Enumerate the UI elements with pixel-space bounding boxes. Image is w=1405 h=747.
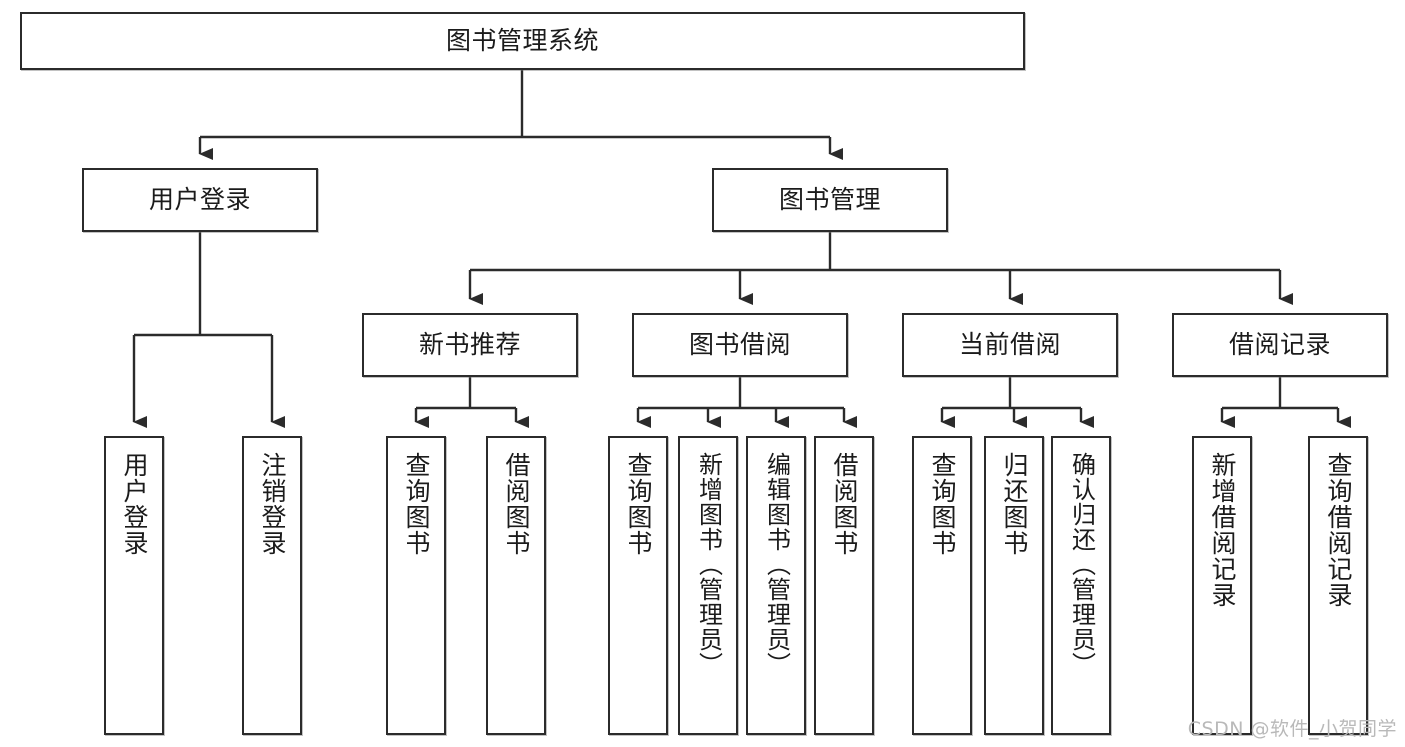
node-label: 当前借阅 [958, 330, 1061, 360]
node-label: 查询图书 [402, 452, 431, 556]
node-label: 用户登录 [148, 185, 251, 215]
node-label: 注销登录 [258, 452, 287, 556]
node-label: 借阅图书 [830, 452, 859, 556]
node-leaf-borrow-book[interactable]: 借阅图书 [814, 436, 874, 735]
node-new-book-recommend[interactable]: 新书推荐 [362, 313, 578, 377]
node-label: 图书借阅 [688, 330, 791, 360]
node-current-borrow[interactable]: 当前借阅 [902, 313, 1118, 377]
node-leaf-user-logout[interactable]: 注销登录 [242, 436, 302, 735]
node-leaf-query-book-rec[interactable]: 查询图书 [386, 436, 446, 735]
node-leaf-borrow-book-rec[interactable]: 借阅图书 [486, 436, 546, 735]
node-label: 借阅记录 [1228, 330, 1331, 360]
node-leaf-user-login[interactable]: 用户登录 [104, 436, 164, 735]
node-leaf-add-book[interactable]: 新增图书（管理员） [678, 436, 738, 735]
node-book-borrow[interactable]: 图书借阅 [632, 313, 848, 377]
node-label: 查询图书 [624, 452, 653, 556]
node-label: 借阅图书 [502, 452, 531, 556]
node-label: 用户登录 [120, 452, 149, 556]
node-leaf-query-book-cur[interactable]: 查询图书 [912, 436, 972, 735]
node-leaf-confirm-return[interactable]: 确认归还（管理员） [1051, 436, 1111, 735]
node-leaf-add-record[interactable]: 新增借阅记录 [1192, 436, 1252, 735]
node-label: 查询借阅记录 [1324, 452, 1353, 608]
node-leaf-return-book[interactable]: 归还图书 [984, 436, 1044, 735]
node-leaf-query-book-borrow[interactable]: 查询图书 [608, 436, 668, 735]
node-book-manage[interactable]: 图书管理 [712, 168, 948, 232]
node-label: 查询图书 [928, 452, 957, 556]
node-leaf-edit-book[interactable]: 编辑图书（管理员） [746, 436, 806, 735]
node-leaf-query-record[interactable]: 查询借阅记录 [1308, 436, 1368, 735]
node-label: 图书管理系统 [445, 26, 599, 56]
node-label: 新书推荐 [418, 330, 521, 360]
node-root[interactable]: 图书管理系统 [20, 12, 1025, 70]
node-label: 归还图书 [1000, 452, 1029, 556]
node-label: 新增图书（管理员） [694, 452, 723, 677]
csdn-watermark: CSDN @软件_小贺同学 [1187, 718, 1397, 740]
node-label: 编辑图书（管理员） [762, 452, 791, 677]
node-label: 确认归还（管理员） [1067, 452, 1096, 677]
node-label: 图书管理 [778, 185, 881, 215]
node-user-login[interactable]: 用户登录 [82, 168, 318, 232]
node-borrow-record[interactable]: 借阅记录 [1172, 313, 1388, 377]
node-label: 新增借阅记录 [1208, 452, 1237, 608]
